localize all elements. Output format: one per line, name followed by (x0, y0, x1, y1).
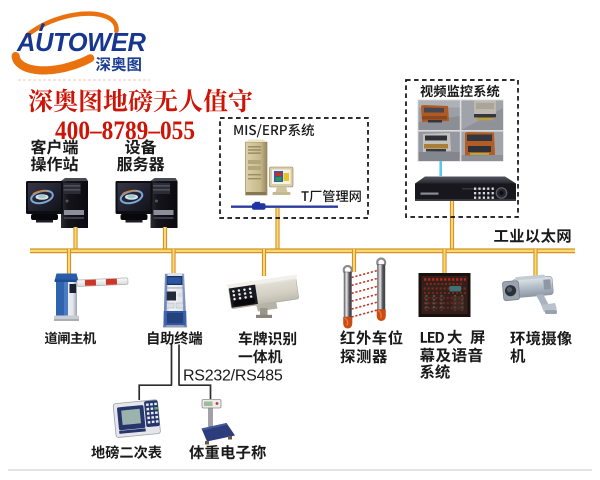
svg-text:RS232/RS485: RS232/RS485 (183, 368, 283, 385)
svg-text:AUTOWER: AUTOWER (16, 29, 146, 57)
svg-text:400–8789–055: 400–8789–055 (55, 115, 195, 145)
